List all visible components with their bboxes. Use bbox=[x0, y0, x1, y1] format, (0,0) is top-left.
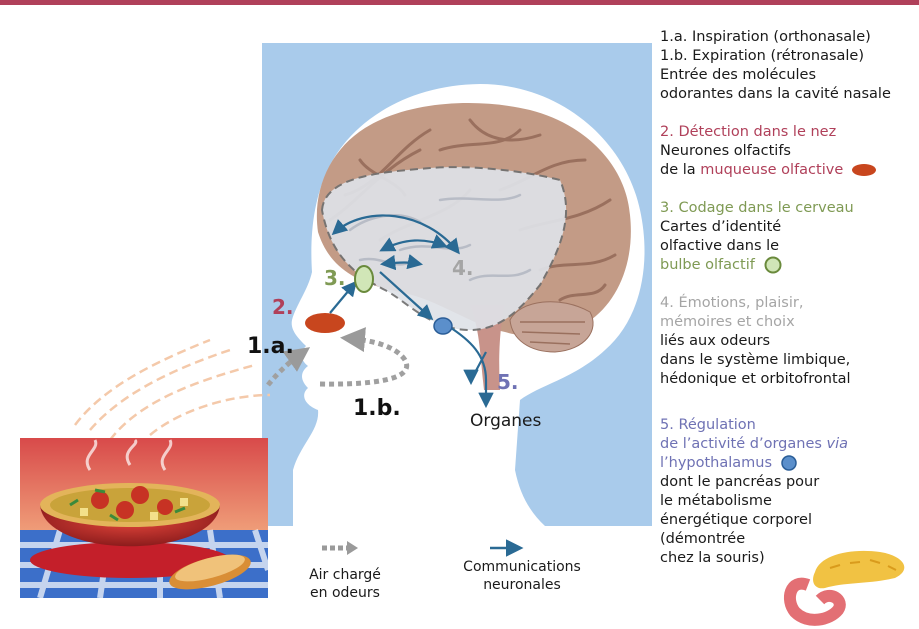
sidebar-s3-line2: olfactive dans le bbox=[660, 237, 915, 256]
hypothalamus bbox=[434, 318, 452, 334]
sidebar-step-3: 3. Codage dans le cerveau Cartes d’ident… bbox=[660, 199, 915, 275]
sidebar-s2-line1: Neurones olfactifs bbox=[660, 142, 915, 161]
muqueuse-term: muqueuse olfactive bbox=[700, 162, 843, 178]
legend-air-line1: Air chargé bbox=[290, 566, 400, 584]
olfactory-bulb bbox=[355, 266, 373, 292]
sidebar-step-4: 4. Émotions, plaisir, mémoires et choix … bbox=[660, 294, 915, 389]
sidebar-s4-line3: hédonique et orbitofrontal bbox=[660, 370, 915, 389]
sidebar-s1-line1: 1.a. Inspiration (orthonasale) bbox=[660, 28, 915, 47]
label-organs: Organes bbox=[470, 411, 541, 431]
sidebar-s4-title1: 4. Émotions, plaisir, bbox=[660, 294, 915, 313]
odor-wisps bbox=[75, 340, 270, 440]
label-step-1a: 1.a. bbox=[247, 334, 294, 359]
sidebar-step-1: 1.a. Inspiration (orthonasale) 1.b. Expi… bbox=[660, 28, 915, 104]
label-step-2: 2. bbox=[272, 295, 294, 319]
legend-air-symbol bbox=[322, 541, 358, 555]
label-step-3: 3. bbox=[324, 266, 346, 290]
sidebar-s4-line2: dans le système limbique, bbox=[660, 351, 915, 370]
sidebar-s1-line3: Entrée des molécules bbox=[660, 66, 915, 85]
sidebar-step-2: 2. Détection dans le nez Neurones olfact… bbox=[660, 123, 915, 180]
legend-air-line2: en odeurs bbox=[290, 584, 400, 602]
legend-neural-label: Communications neuronales bbox=[452, 558, 592, 594]
sidebar-s5-line5: chez la souris) bbox=[660, 549, 915, 568]
label-step-1b: 1.b. bbox=[353, 396, 401, 421]
legend-neural-line2: neuronales bbox=[452, 576, 592, 594]
olfactory-mucosa bbox=[305, 313, 345, 333]
legend-neural-line1: Communications bbox=[452, 558, 592, 576]
sidebar-s5-title1: 5. Régulation bbox=[660, 416, 915, 435]
sidebar-s3-line1: Cartes d’identité bbox=[660, 218, 915, 237]
sidebar-s5-line1: dont le pancréas pour bbox=[660, 473, 915, 492]
sidebar-s5-title3: l’hypothalamus bbox=[660, 454, 915, 473]
sidebar-s1-line4: odorantes dans la cavité nasale bbox=[660, 85, 915, 104]
sidebar-s5-line3: énergétique corporel bbox=[660, 511, 915, 530]
label-step-5: 5. bbox=[497, 370, 519, 394]
sidebar-s3-line3: bulbe olfactif bbox=[660, 256, 915, 275]
legend-air-label: Air chargé en odeurs bbox=[290, 566, 400, 602]
hypothalamus-legend-dot bbox=[780, 455, 798, 471]
label-step-4: 4. bbox=[452, 256, 474, 280]
sidebar-s4-line1: liés aux odeurs bbox=[660, 332, 915, 351]
sidebar-s2-line2: de la muqueuse olfactive bbox=[660, 161, 915, 180]
bulb-legend-dot bbox=[763, 256, 783, 274]
sidebar-step-5: 5. Régulation de l’activité d’organes vi… bbox=[660, 416, 915, 568]
sidebar-s5-line2: le métabolisme bbox=[660, 492, 915, 511]
sidebar-s2-title: 2. Détection dans le nez bbox=[660, 123, 915, 142]
sidebar-s5-title2: de l’activité d’organes via bbox=[660, 435, 915, 454]
soup-illustration bbox=[20, 438, 268, 598]
sidebar-s5-line4: (démontrée bbox=[660, 530, 915, 549]
mucosa-legend-dot bbox=[851, 163, 877, 177]
sidebar-s4-title2: mémoires et choix bbox=[660, 313, 915, 332]
sidebar-s3-title: 3. Codage dans le cerveau bbox=[660, 199, 915, 218]
sidebar-s1-line2: 1.b. Expiration (rétronasale) bbox=[660, 47, 915, 66]
